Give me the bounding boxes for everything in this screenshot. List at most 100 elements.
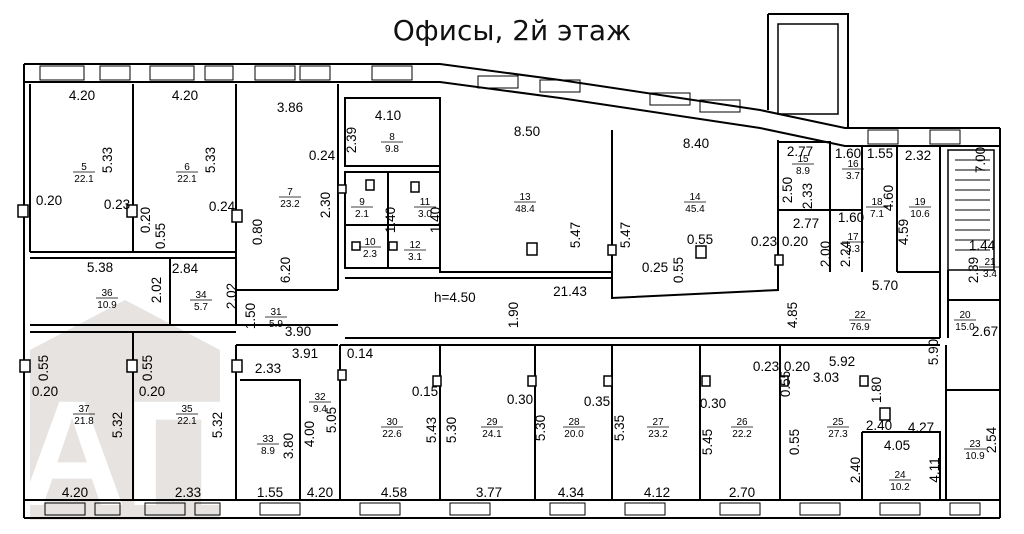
- dimension-label: 7.00: [973, 147, 988, 173]
- dimension-label: 5.30: [533, 415, 548, 441]
- dimension-label: 0.23: [751, 234, 777, 249]
- dimension-label: 8.50: [514, 124, 540, 139]
- dimension-label: 4.12: [644, 485, 670, 500]
- dimension-label: 2.77: [787, 144, 813, 159]
- room-area: 3.3: [846, 244, 860, 255]
- dimension-label: 6.20: [278, 257, 293, 283]
- room-area: 10.2: [890, 482, 910, 493]
- room-number: 26: [736, 417, 748, 428]
- room-12: 123.1: [404, 240, 426, 263]
- room-number: 5: [81, 162, 87, 173]
- column-marks: [17, 179, 891, 421]
- dimension-label: 4.85: [785, 302, 800, 328]
- dimension-label: 5.90: [926, 339, 941, 365]
- room-number: 10: [364, 237, 376, 248]
- page-title: Офисы, 2й этаж: [392, 14, 632, 47]
- room-area: 45.4: [685, 204, 705, 215]
- dimension-label: 2.39: [966, 257, 981, 283]
- dimension-label: 5.43: [424, 417, 439, 443]
- dimension-label: 4.58: [381, 485, 407, 500]
- dimension-label: 2.32: [905, 148, 931, 163]
- dimension-label: 2.70: [729, 485, 755, 500]
- dimension-label: 0.55: [36, 355, 51, 381]
- room-area: 21.8: [74, 416, 94, 427]
- room-number: 37: [78, 404, 90, 415]
- room-area: 2.3: [363, 249, 377, 260]
- dimension-label: 5.33: [100, 147, 115, 173]
- dimension-label: 5.38: [87, 260, 113, 275]
- dimension-label: 0.20: [782, 234, 808, 249]
- room-area: 5.7: [194, 302, 208, 313]
- room-number: 36: [101, 288, 113, 299]
- room-area: 22.1: [177, 416, 197, 427]
- dimension-label: 5.35: [612, 415, 627, 441]
- room-number: 27: [652, 417, 664, 428]
- bottom-windows: [44, 502, 981, 516]
- room-32: 329.4: [309, 392, 331, 415]
- room-area: 22.6: [382, 429, 402, 440]
- room-area: 3.7: [846, 171, 860, 182]
- room-number: 33: [262, 434, 274, 445]
- room-area: 23.2: [280, 199, 300, 210]
- dimension-label: 5.05: [324, 407, 339, 433]
- room-number: 12: [409, 240, 421, 251]
- dimension-label: 1.55: [867, 146, 893, 161]
- dimension-label: 2.39: [344, 127, 359, 153]
- room-18: 187.1: [866, 197, 888, 220]
- dimension-label: 5.47: [618, 222, 633, 248]
- dimension-label: 0.55: [687, 232, 713, 247]
- room-number: 22: [854, 310, 866, 321]
- room-10: 102.3: [359, 237, 381, 260]
- room-21: 213.4: [979, 257, 1001, 280]
- room-7: 723.2: [279, 187, 301, 210]
- ceiling-height: h=4.50: [434, 290, 476, 305]
- dimension-label: 0.20: [36, 193, 62, 208]
- dimension-label: 2.30: [318, 192, 333, 218]
- dimension-label: 5.33: [203, 147, 218, 173]
- room-number: 29: [486, 417, 498, 428]
- dimension-label: 1.50: [243, 303, 258, 329]
- room-area: 10.9: [965, 451, 985, 462]
- room-area: 9.4: [313, 404, 327, 415]
- room-number: 25: [832, 417, 844, 428]
- dimension-label: 5.92: [829, 354, 855, 369]
- room-34: 345.7: [190, 290, 212, 313]
- dimension-label: 2.24: [838, 240, 853, 267]
- dimension-label: 2.33: [800, 183, 815, 209]
- dimension-label: 4.20: [172, 88, 198, 103]
- dimension-label: 5.45: [700, 429, 715, 455]
- room-33: 338.9: [257, 434, 279, 457]
- room-area: 5.9: [269, 319, 283, 330]
- room-15: 158.9: [792, 154, 814, 177]
- room-area: 7.1: [870, 209, 884, 220]
- dimension-label: 4.59: [896, 219, 911, 245]
- room-number: 6: [184, 162, 190, 173]
- room-area: 3.0: [418, 209, 432, 220]
- dimension-label: 0.20: [784, 359, 810, 374]
- dimension-label: 0.55: [778, 371, 793, 397]
- room-area: 10.9: [97, 300, 117, 311]
- dimension-label: 4.00: [302, 421, 317, 447]
- room-number: 28: [568, 417, 580, 428]
- dimension-label: 0.25: [642, 260, 668, 275]
- dimension-label: 0.55: [671, 257, 686, 283]
- room-8: 89.8: [381, 132, 403, 155]
- dimension-label: 0.80: [250, 219, 265, 245]
- dimension-label: 0.20: [138, 207, 153, 233]
- dimension-label: 4.60: [881, 185, 896, 211]
- room-number: 35: [181, 404, 193, 415]
- dimension-label: 21.43: [553, 284, 587, 299]
- dimension-label: 4.20: [307, 485, 333, 500]
- room-9: 92.1: [351, 197, 373, 220]
- room-number: 20: [959, 310, 971, 321]
- room-area: 24.1: [482, 429, 502, 440]
- room-area: 2.1: [355, 209, 369, 220]
